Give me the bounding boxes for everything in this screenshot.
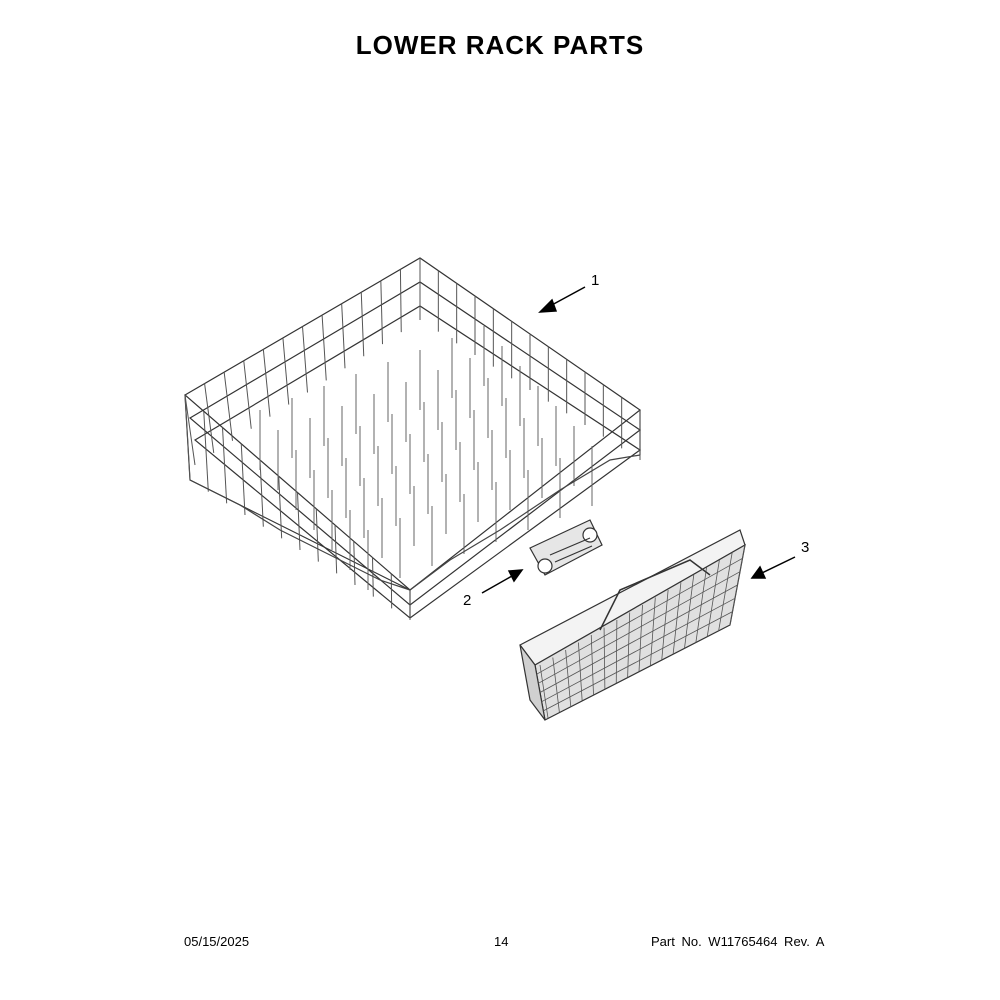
callout-2-leader — [481, 575, 513, 594]
page-title: LOWER RACK PARTS — [355, 30, 645, 60]
rack-wheel-illustration — [529, 519, 603, 576]
silverware-basket-illustration — [519, 529, 746, 721]
callout-1-leader — [549, 286, 586, 307]
callout-label-3: 3 — [801, 539, 810, 556]
callout-label-2: 2 — [463, 592, 472, 609]
callout-leaders — [481, 286, 796, 594]
footer-date: 05/15/2025 — [184, 934, 250, 949]
callout-label-1: 1 — [591, 272, 600, 289]
footer-page-number: 14 — [494, 934, 509, 949]
callout-1-arrowhead — [538, 298, 558, 313]
lower-rack-illustration — [183, 257, 642, 620]
callout-2-arrowhead — [507, 569, 524, 583]
footer-part-number: Part No. W11765464 Rev. A — [651, 934, 825, 949]
callout-3-leader — [761, 556, 796, 574]
callout-3-arrowhead — [750, 565, 767, 579]
